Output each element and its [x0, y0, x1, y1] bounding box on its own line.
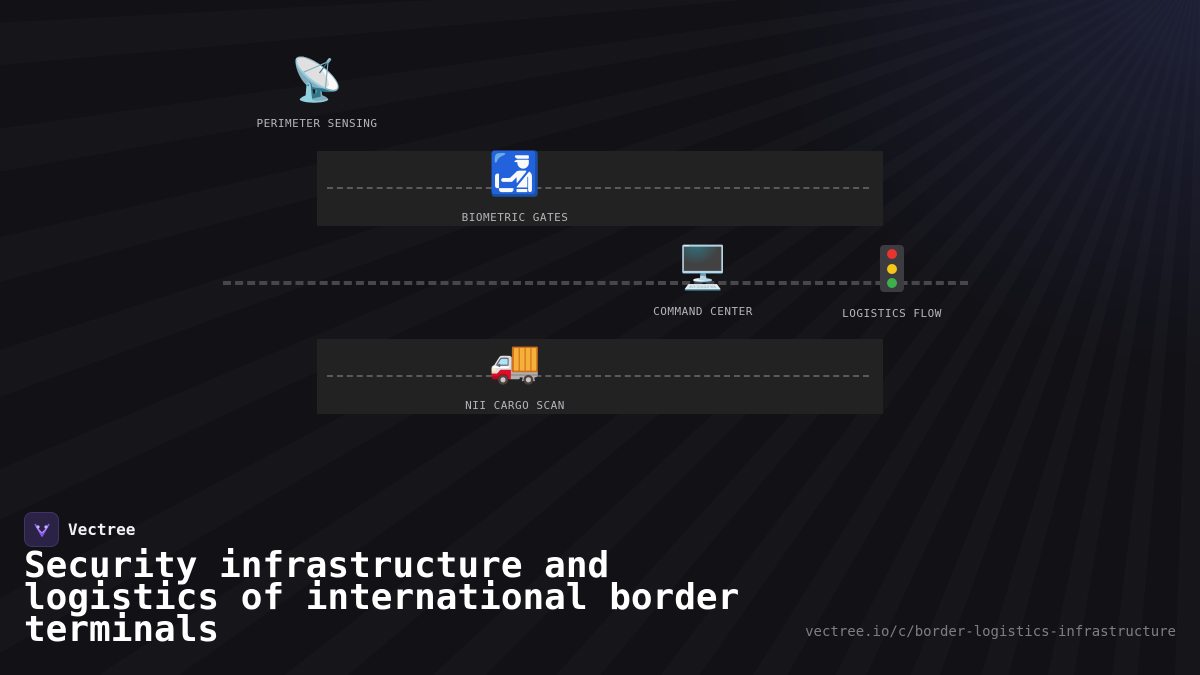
lane-biometric — [317, 151, 883, 226]
delivery-truck-icon: 🚚 — [488, 337, 542, 386]
desktop-computer-icon: 🖥️ — [676, 243, 730, 292]
satellite-antenna-icon: 📡 — [290, 55, 344, 104]
node-label: NII CARGO SCAN — [465, 399, 565, 412]
traffic-light-icon — [802, 245, 982, 295]
lane-dashed-line — [327, 375, 869, 377]
node-label: LOGISTICS FLOW — [842, 307, 942, 320]
yellow-light — [887, 263, 897, 274]
red-light — [887, 249, 897, 260]
node-label: BIOMETRIC GATES — [461, 211, 569, 224]
page-url[interactable]: vectree.io/c/border-logistics-infrastruc… — [805, 624, 1176, 640]
green-light — [887, 277, 897, 288]
lane-dashed-line — [327, 187, 869, 189]
main-flow-line — [223, 281, 968, 285]
node-nii-cargo-scan[interactable]: 🚚 NII CARGO SCAN — [425, 337, 605, 412]
node-logistics-flow[interactable]: LOGISTICS FLOW — [802, 243, 982, 320]
node-label: COMMAND CENTER — [653, 305, 753, 318]
brand-name: Vectree — [68, 520, 136, 539]
page-title: Security infrastructure and logistics of… — [24, 545, 740, 650]
node-perimeter-sensing[interactable]: 📡 PERIMETER SENSING — [227, 55, 407, 130]
node-biometric-gates[interactable]: 🛃 BIOMETRIC GATES — [425, 149, 605, 224]
customs-officer-icon: 🛃 — [488, 149, 542, 198]
vectree-logo-icon — [24, 512, 59, 547]
node-label: PERIMETER SENSING — [256, 117, 378, 130]
node-command-center[interactable]: 🖥️ COMMAND CENTER — [613, 243, 793, 318]
brand[interactable]: Vectree — [24, 512, 135, 547]
lane-cargo — [317, 339, 883, 414]
